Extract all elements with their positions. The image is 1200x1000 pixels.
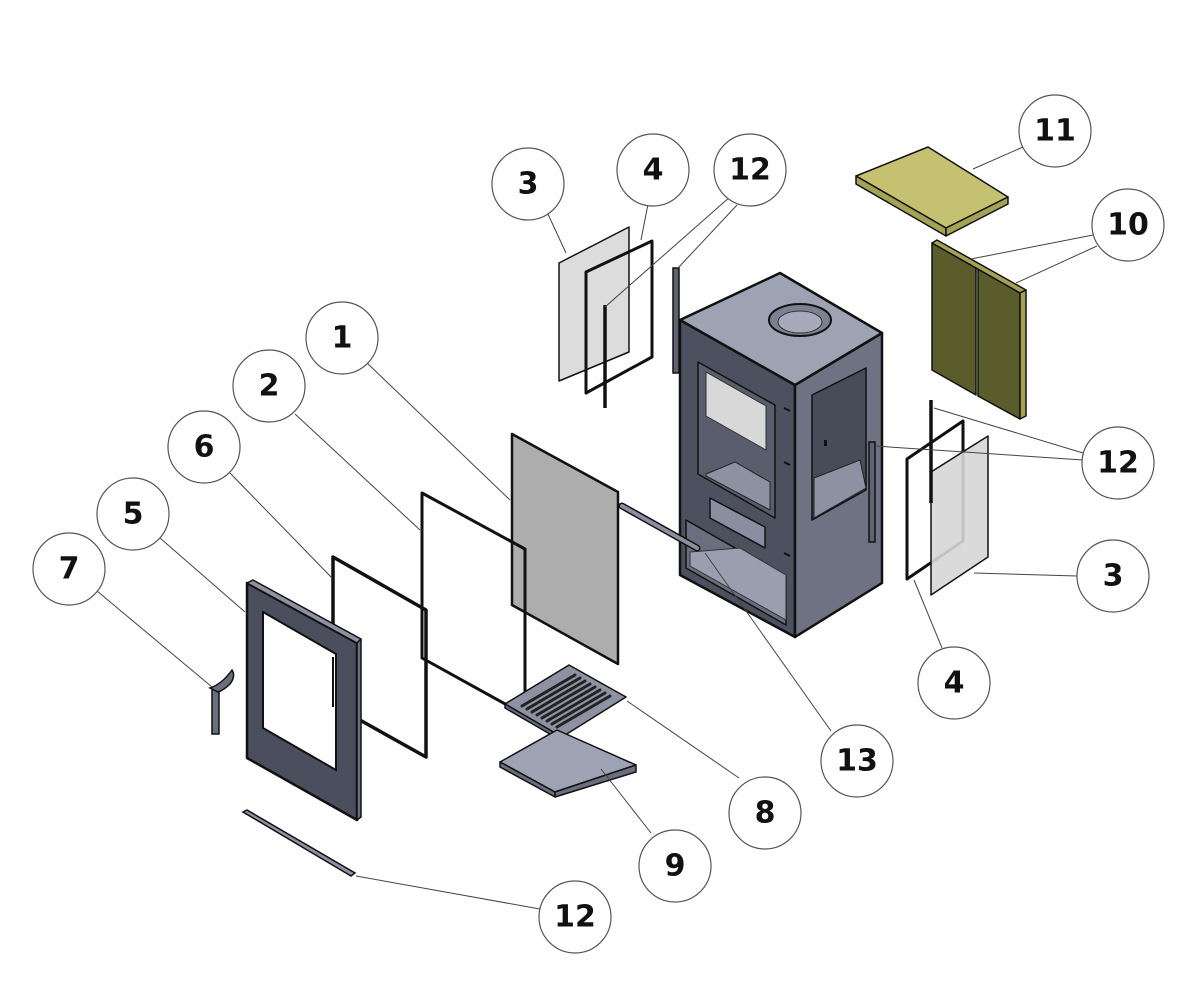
balloon-label: 4 (944, 666, 965, 701)
side-glass-clip-mounted (868, 441, 876, 543)
front-edge-mark (783, 461, 791, 466)
side-firebox-floor (813, 459, 867, 519)
balloon-label: 4 (643, 153, 664, 188)
firebox-floor (705, 461, 771, 511)
front-edge-mark (783, 552, 791, 557)
balloon-12-top: 12 (713, 133, 787, 207)
front-firebox-glass-view (705, 371, 767, 451)
balloon-label: 11 (1034, 114, 1076, 149)
balloon-label: 12 (554, 900, 596, 935)
front-edge-mark (783, 407, 791, 412)
ash-pan (499, 729, 637, 798)
balloon-4-right: 4 (917, 646, 991, 720)
balloon-12-right: 12 (1081, 426, 1155, 500)
balloon-12-bottom: 12 (538, 880, 612, 954)
balloon-label: 12 (729, 153, 771, 188)
balloon-label: 5 (123, 497, 144, 532)
balloon-label: 3 (518, 167, 539, 202)
grate (504, 664, 627, 742)
flue-collar-inner (777, 310, 823, 334)
balloon-5: 5 (96, 477, 170, 551)
baffle-plate (510, 432, 620, 666)
balloon-1: 1 (305, 301, 379, 375)
balloon-2: 2 (232, 349, 306, 423)
side-glass-left (558, 226, 630, 382)
balloon-label: 12 (1097, 446, 1139, 481)
balloon-label: 8 (755, 796, 776, 831)
balloon-label: 1 (332, 321, 353, 356)
top-firebrick (855, 146, 1009, 237)
door-glass-clip (241, 809, 357, 877)
front-clip-strip (672, 267, 680, 374)
balloon-11: 11 (1018, 94, 1092, 168)
balloon-3-right: 3 (1076, 539, 1150, 613)
balloon-10: 10 (1091, 188, 1165, 262)
door-side-edge (356, 638, 362, 821)
door-glass-seal (420, 491, 527, 717)
rear-firebricks (931, 239, 1027, 420)
side-glass-seal-left (584, 239, 654, 395)
side-glass-right (930, 435, 989, 596)
stove-body (672, 267, 884, 639)
air-slot-panel (709, 497, 766, 549)
balloon-label: 10 (1107, 208, 1149, 243)
balloon-4-top: 4 (616, 133, 690, 207)
balloon-7: 7 (32, 532, 106, 606)
side-marker (824, 440, 827, 446)
leader-lines (96, 146, 1098, 910)
air-control-rod (618, 502, 701, 552)
door-handle (208, 668, 235, 735)
balloon-9: 9 (638, 829, 712, 903)
balloon-8: 8 (728, 776, 802, 850)
balloon-6: 6 (167, 410, 241, 484)
door-window-opening (262, 610, 337, 772)
balloon-label: 3 (1103, 559, 1124, 594)
balloon-label: 7 (59, 552, 80, 587)
front-door (245, 579, 362, 822)
balloon-13: 13 (820, 724, 894, 798)
balloon-label: 13 (836, 744, 878, 779)
grate-slots (520, 673, 612, 729)
balloon-label: 9 (665, 849, 686, 884)
balloon-label: 6 (194, 430, 215, 465)
balloon-label: 2 (259, 369, 280, 404)
balloon-3-top: 3 (491, 147, 565, 221)
